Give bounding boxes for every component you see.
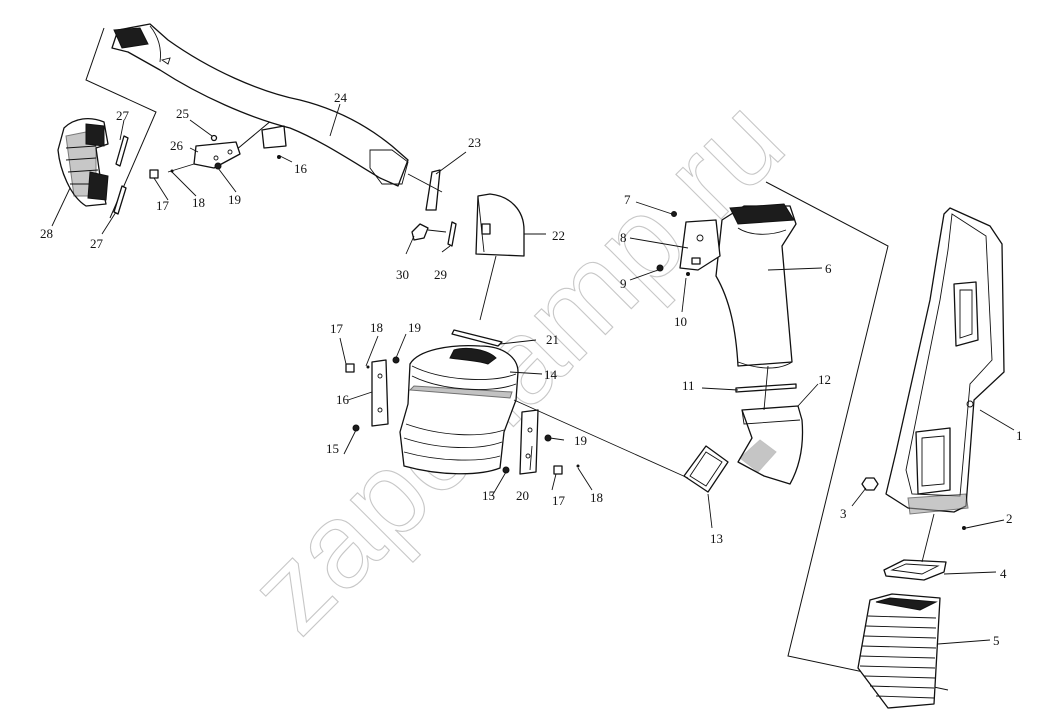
callout-7: 7 [624,192,631,207]
bracket-hose-24 [85,27,157,219]
guide-22-21 [479,255,497,321]
part-18-washer-mid [366,365,370,369]
callout-4: 4 [1000,566,1007,581]
callout-27-top: 27 [116,108,130,123]
part-2-screw [962,526,966,530]
callout-16-hose: 16 [294,161,308,176]
callout-3: 3 [840,506,847,521]
part-16-hose-bracket [261,125,287,159]
part-17-bolt-left [149,169,159,179]
callout-6: 6 [825,261,832,276]
guide-14-13 [513,399,689,479]
callout-20: 20 [516,488,529,503]
part-9-nut [656,264,664,272]
callout-30: 30 [396,267,409,282]
part-30-fitting [411,223,447,241]
callout-11: 11 [682,378,695,393]
callout-10: 10 [674,314,687,329]
part-22-elbow [475,193,525,257]
part-17-bolt-mid [345,363,355,373]
callout-14: 14 [544,367,558,382]
callout-22: 22 [552,228,565,243]
callout-29: 29 [434,267,447,282]
part-13-gasket [683,445,729,493]
callout-15-right: 15 [482,488,495,503]
part-20-side-bracket-right [519,409,539,475]
callout-23: 23 [468,135,481,150]
callout-28: 28 [40,226,53,241]
callout-1: 1 [1016,428,1023,443]
callout-15-left: 15 [326,441,339,456]
callout-labels: 1 2 3 4 5 6 7 8 9 10 11 12 13 14 15 15 1… [40,90,1023,648]
callout-18-right: 18 [590,490,603,505]
part-3-nut [861,477,879,491]
callout-26: 26 [170,138,184,153]
callout-16-side: 16 [336,392,350,407]
part-17-bolt-right [553,465,563,475]
part-7-bolt [671,211,677,217]
callout-12: 12 [818,372,831,387]
part-25-bolt [210,134,218,142]
callout-13: 13 [710,531,723,546]
part-29-pin [447,221,457,247]
part-14-filter-housing [399,344,519,475]
guide-1-4 [921,513,935,563]
part-12-elbow-duct [737,405,804,485]
part-1-side-duct [885,207,1005,515]
part-19-nut-left [214,162,222,170]
callout-21: 21 [546,332,559,347]
part-23-strip [425,169,441,211]
guide-24-22 [407,173,443,193]
part-26-bracket-plate [193,141,241,169]
part-5-bellows [857,593,941,709]
callout-24: 24 [334,90,348,105]
callout-2: 2 [1006,511,1013,526]
part-28-accordion-boot [57,117,109,207]
callout-5: 5 [993,633,1000,648]
part-18-washer-right [576,464,580,468]
part-27-clamp-bottom [113,185,127,215]
callout-25: 25 [176,106,189,121]
callout-19-mid: 19 [408,320,421,335]
callout-8: 8 [620,230,627,245]
part-21-gasket-strip [451,329,503,347]
part-6-intake-duct [715,203,797,369]
callout-17-mid: 17 [330,321,344,336]
callout-19-right: 19 [574,433,587,448]
part-15-nut-right [502,466,510,474]
part-18-washer-left [167,163,195,173]
callout-19-left: 19 [228,192,241,207]
part-24-intake-hose [111,23,409,187]
part-10-washer [686,272,690,276]
part-27-clamp-top [115,135,129,167]
callout-9: 9 [620,276,627,291]
part-16-side-bracket-left [371,359,389,427]
part-8-mount-plate [679,219,721,271]
part-4-gasket-ring [883,559,947,581]
callout-17-left: 17 [156,198,170,213]
callout-18-mid: 18 [370,320,383,335]
callout-leaders [51,103,1015,645]
callout-18-left: 18 [192,195,205,210]
guide-6-12 [763,365,769,411]
callout-17-right: 17 [552,493,566,508]
callout-27-bottom: 27 [90,236,104,251]
